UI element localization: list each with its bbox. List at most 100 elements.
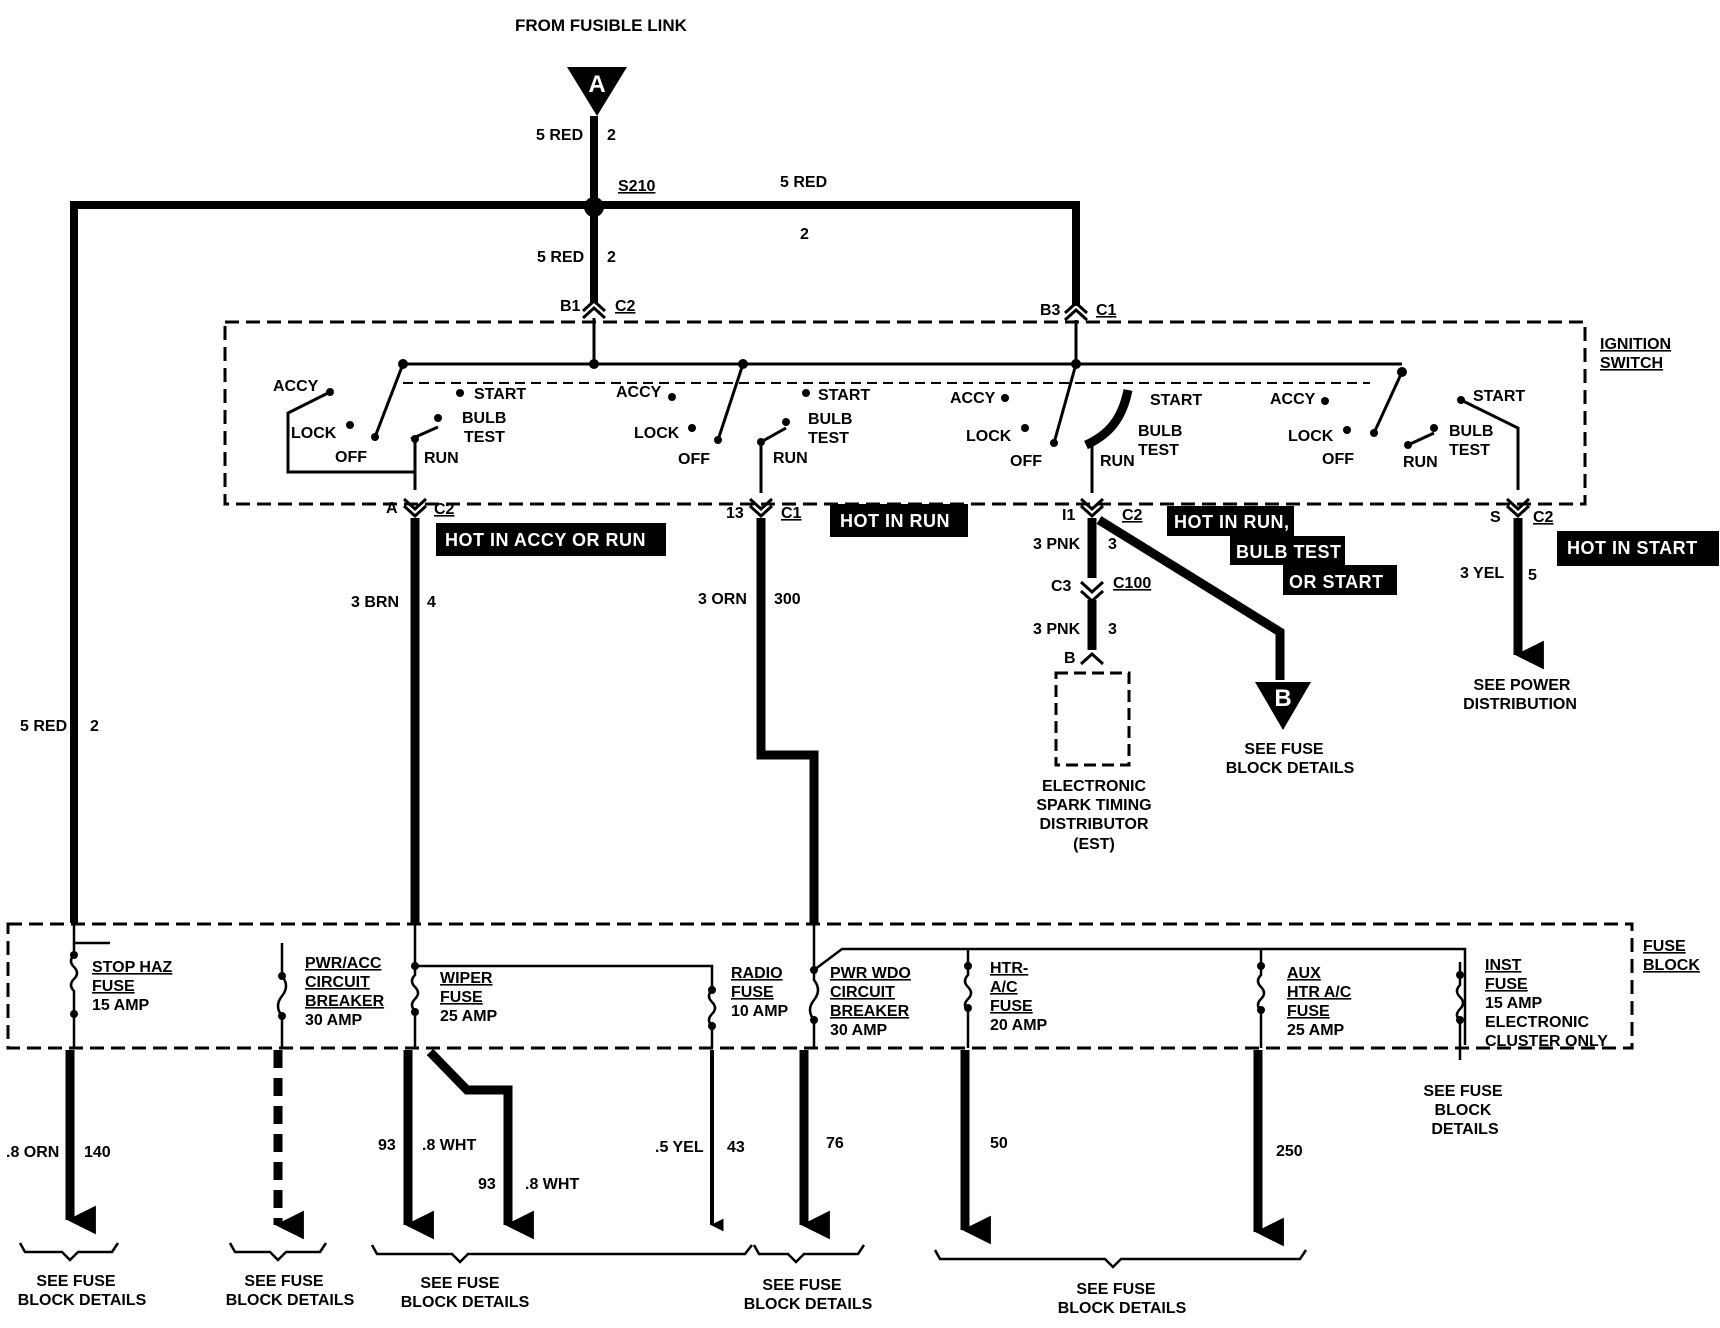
- svg-text:PWR/ACC: PWR/ACC: [305, 955, 382, 972]
- ignition-switch-label-1: IGNITION: [1600, 336, 1671, 353]
- svg-text:FUSE: FUSE: [990, 998, 1033, 1015]
- bottom-braces: [18, 1242, 1308, 1269]
- s1-run: RUN: [424, 450, 459, 467]
- svg-text:CIRCUIT: CIRCUIT: [305, 974, 370, 991]
- svg-text:15 AMP: 15 AMP: [92, 997, 150, 1014]
- s2-off: OFF: [678, 451, 710, 468]
- wire-accy-out-gauge: 3 BRN: [351, 594, 399, 611]
- s4-off: OFF: [1322, 451, 1354, 468]
- fuse-aux-htr-element: [1256, 970, 1266, 1048]
- s4-start: START: [1473, 388, 1525, 405]
- svg-text:FUSE: FUSE: [731, 984, 774, 1001]
- inline-connector-right: C100: [1113, 575, 1151, 592]
- hot-label-run: HOT IN RUN: [830, 504, 968, 537]
- wire-est-lower-circuit: 3: [1108, 621, 1117, 638]
- wire-est-upper-gauge: 3 PNK: [1033, 536, 1081, 553]
- svg-text:BLOCK DETAILS: BLOCK DETAILS: [1058, 1300, 1187, 1317]
- fuse-wiper-element: [410, 966, 420, 1048]
- svg-text:30 AMP: 30 AMP: [305, 1012, 363, 1029]
- inline-connector-c100: [1079, 580, 1105, 666]
- s1-test: TEST: [464, 429, 505, 446]
- connector-a-triangle: [567, 67, 627, 116]
- wire-feed-top-gauge: 5 RED: [536, 127, 583, 144]
- wire-run-out-gauge: 3 ORN: [698, 591, 747, 608]
- switch-output-1-conn: C2: [434, 501, 455, 518]
- s2-lock: LOCK: [634, 425, 680, 442]
- switch-input-2-conn: C1: [1096, 302, 1117, 319]
- svg-text:FUSE: FUSE: [1485, 976, 1528, 993]
- wire-start-out-gauge: 3 YEL: [1460, 565, 1504, 582]
- svg-text:STOP HAZ: STOP HAZ: [92, 959, 173, 976]
- wire-radio-gauge: .5 YEL: [655, 1139, 704, 1156]
- fuse-pwr-wdo-element: [808, 970, 820, 1048]
- svg-text:BLOCK DETAILS: BLOCK DETAILS: [744, 1296, 873, 1313]
- switch-output-wires: [410, 516, 1544, 923]
- s2-start: START: [818, 387, 870, 404]
- svg-text:SEE FUSE: SEE FUSE: [244, 1273, 323, 1290]
- s3-lock: LOCK: [966, 428, 1012, 445]
- svg-text:BREAKER: BREAKER: [305, 993, 385, 1010]
- fuse-pwr-wdo-label: PWR WDO CIRCUIT BREAKER 30 AMP: [830, 965, 911, 1039]
- source-label: FROM FUSIBLE LINK: [515, 16, 688, 35]
- ref-inst-fuse: SEE FUSE BLOCK DETAILS: [1423, 1083, 1502, 1138]
- wire-accy-out-circuit: 4: [427, 594, 436, 611]
- est-line-2: SPARK TIMING: [1036, 797, 1151, 814]
- wire-wiper-a-gauge: .8 WHT: [422, 1137, 476, 1154]
- s1-accy: ACCY: [273, 378, 319, 395]
- s3-run: RUN: [1100, 453, 1135, 470]
- switch-section-2: ACCY LOCK OFF RUN START BULB TEST: [616, 363, 870, 493]
- switch-output-1-pin: A: [386, 500, 398, 517]
- svg-text:SEE FUSE: SEE FUSE: [36, 1273, 115, 1290]
- fuse-output-wires: [65, 1048, 1284, 1247]
- svg-text:RADIO: RADIO: [731, 965, 783, 982]
- s4-lock: LOCK: [1288, 428, 1334, 445]
- wire-stop-haz-circuit: 140: [84, 1144, 111, 1161]
- s3-test: TEST: [1138, 442, 1179, 459]
- ref-b-block-details: BLOCK DETAILS: [1226, 760, 1355, 777]
- fuse-block-box: [6, 922, 1634, 1050]
- s1-lock: LOCK: [291, 425, 337, 442]
- wire-feed-left-circuit: 2: [90, 718, 99, 735]
- svg-text:20 AMP: 20 AMP: [990, 1017, 1048, 1034]
- s1-off: OFF: [335, 449, 367, 466]
- wire-wiper-b-circuit: 93: [478, 1176, 496, 1193]
- ref-power-2: DISTRIBUTION: [1463, 696, 1577, 713]
- fuse-inst-label: INST FUSE 15 AMP ELECTRONIC CLUSTER ONLY: [1485, 957, 1608, 1050]
- svg-text:BULB TEST: BULB TEST: [1236, 542, 1342, 562]
- svg-text:SEE FUSE: SEE FUSE: [420, 1275, 499, 1292]
- svg-text:FUSE: FUSE: [1287, 1003, 1330, 1020]
- connector-b-letter: B: [1274, 685, 1291, 712]
- s3-off: OFF: [1010, 453, 1042, 470]
- wire-wiper-a-circuit: 93: [378, 1137, 396, 1154]
- fuse-inst-element: [1455, 975, 1465, 1060]
- inline-connector-pin: B: [1064, 650, 1076, 667]
- svg-text:BLOCK DETAILS: BLOCK DETAILS: [401, 1294, 530, 1311]
- switch-output-3-conn: C2: [1122, 507, 1143, 524]
- main-feed-wires: [70, 116, 1080, 923]
- svg-text:INST: INST: [1485, 957, 1522, 974]
- wire-start-out-circuit: 5: [1528, 567, 1537, 584]
- est-line-4: (EST): [1073, 836, 1115, 853]
- connector-b-triangle: [1255, 682, 1311, 730]
- fuse-pwr-acc-element: [276, 966, 288, 1048]
- wire-htr-circuit: 50: [990, 1135, 1008, 1152]
- bottom-refs: SEE FUSE BLOCK DETAILS SEE FUSE BLOCK DE…: [18, 1273, 1187, 1317]
- hot-label-accy-run: HOT IN ACCY OR RUN: [436, 523, 666, 556]
- hot-label-run-bulb-start: HOT IN RUN, BULB TEST OR START: [1167, 506, 1397, 595]
- s4-run: RUN: [1403, 454, 1438, 471]
- svg-text:AUX: AUX: [1287, 965, 1321, 982]
- fuse-htr-label: HTR- A/C FUSE 20 AMP: [990, 960, 1048, 1034]
- inline-connector-left: C3: [1051, 578, 1072, 595]
- fuse-stop-haz-label: STOP HAZ FUSE 15 AMP: [92, 959, 173, 1014]
- svg-text:SEE FUSE: SEE FUSE: [1076, 1281, 1155, 1298]
- svg-text:PWR WDO: PWR WDO: [830, 965, 911, 982]
- switch-section-1: ACCY LOCK OFF RUN START BULB TEST: [273, 363, 526, 490]
- svg-text:HOT IN RUN,: HOT IN RUN,: [1174, 512, 1290, 532]
- svg-text:A/C: A/C: [990, 979, 1018, 996]
- wire-feed-mid-gauge: 5 RED: [537, 249, 584, 266]
- svg-text:HTR A/C: HTR A/C: [1287, 984, 1352, 1001]
- s4-test: TEST: [1449, 442, 1490, 459]
- s4-bulb: BULB: [1449, 423, 1493, 440]
- fuse-radio-label: RADIO FUSE 10 AMP: [731, 965, 789, 1020]
- s3-start: START: [1150, 392, 1202, 409]
